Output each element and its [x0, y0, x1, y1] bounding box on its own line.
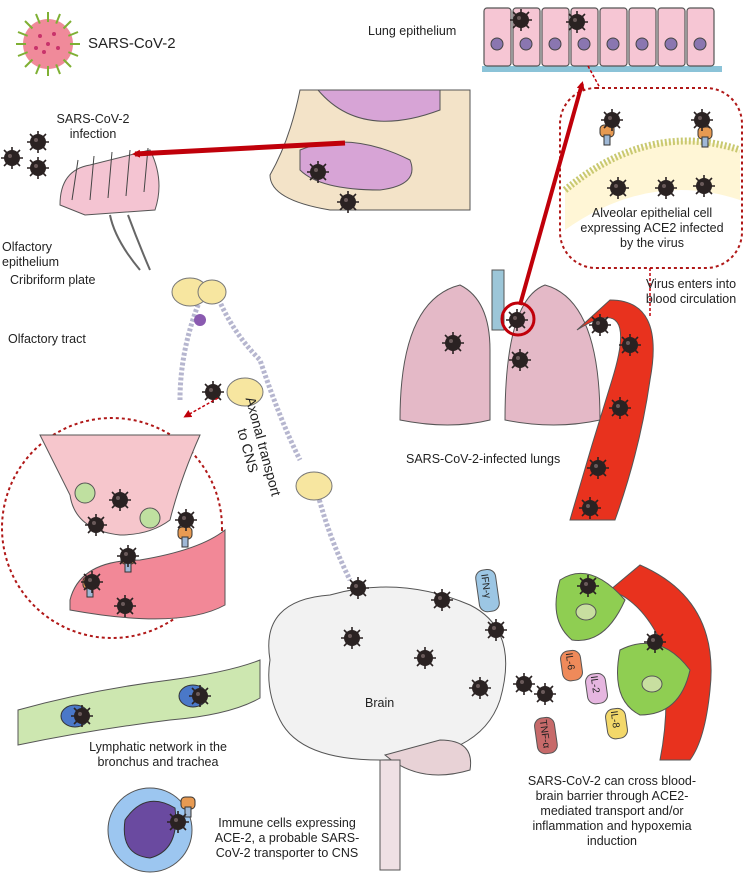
lung-epithelium — [482, 7, 722, 72]
lung-epithelium-label: Lung epithelium — [368, 24, 457, 38]
cytokine-il8: IL-8 — [608, 710, 621, 729]
blood-vessel — [569, 299, 654, 521]
bbb-astrocytes: IFN-γ IL-6 IL-2 IL-8 TNF-α — [475, 564, 712, 761]
arrows — [132, 65, 651, 418]
lungs — [399, 269, 601, 426]
brain — [268, 576, 507, 871]
synapse-inset — [1, 417, 226, 639]
olfactory-epithelium — [0, 130, 160, 271]
virus-legend-icon — [16, 12, 80, 76]
cytokine-ifn: IFN-γ — [478, 573, 492, 599]
infected-lungs-label: SARS-CoV-2-infected lungs — [406, 452, 561, 466]
lymphatic-vessel — [17, 659, 261, 746]
neurons — [171, 277, 353, 582]
cribriform-plate-label: Cribriform plate — [10, 273, 96, 287]
immune-cell — [107, 787, 196, 873]
brain-label: Brain — [365, 696, 395, 710]
cytokine-il2: IL-2 — [588, 675, 601, 694]
cytokine-tnf: TNF-α — [537, 719, 552, 749]
bbb-label: SARS-CoV-2 can cross blood-brain barrier… — [527, 774, 697, 848]
olfactory-tract-label: Olfactory tract — [8, 332, 86, 346]
virus-legend-label: SARS-CoV-2 — [88, 35, 176, 52]
nasal-cavity — [269, 89, 471, 214]
alveolar-cell-inset — [559, 87, 743, 269]
cytokine-il6: IL-6 — [563, 652, 576, 671]
